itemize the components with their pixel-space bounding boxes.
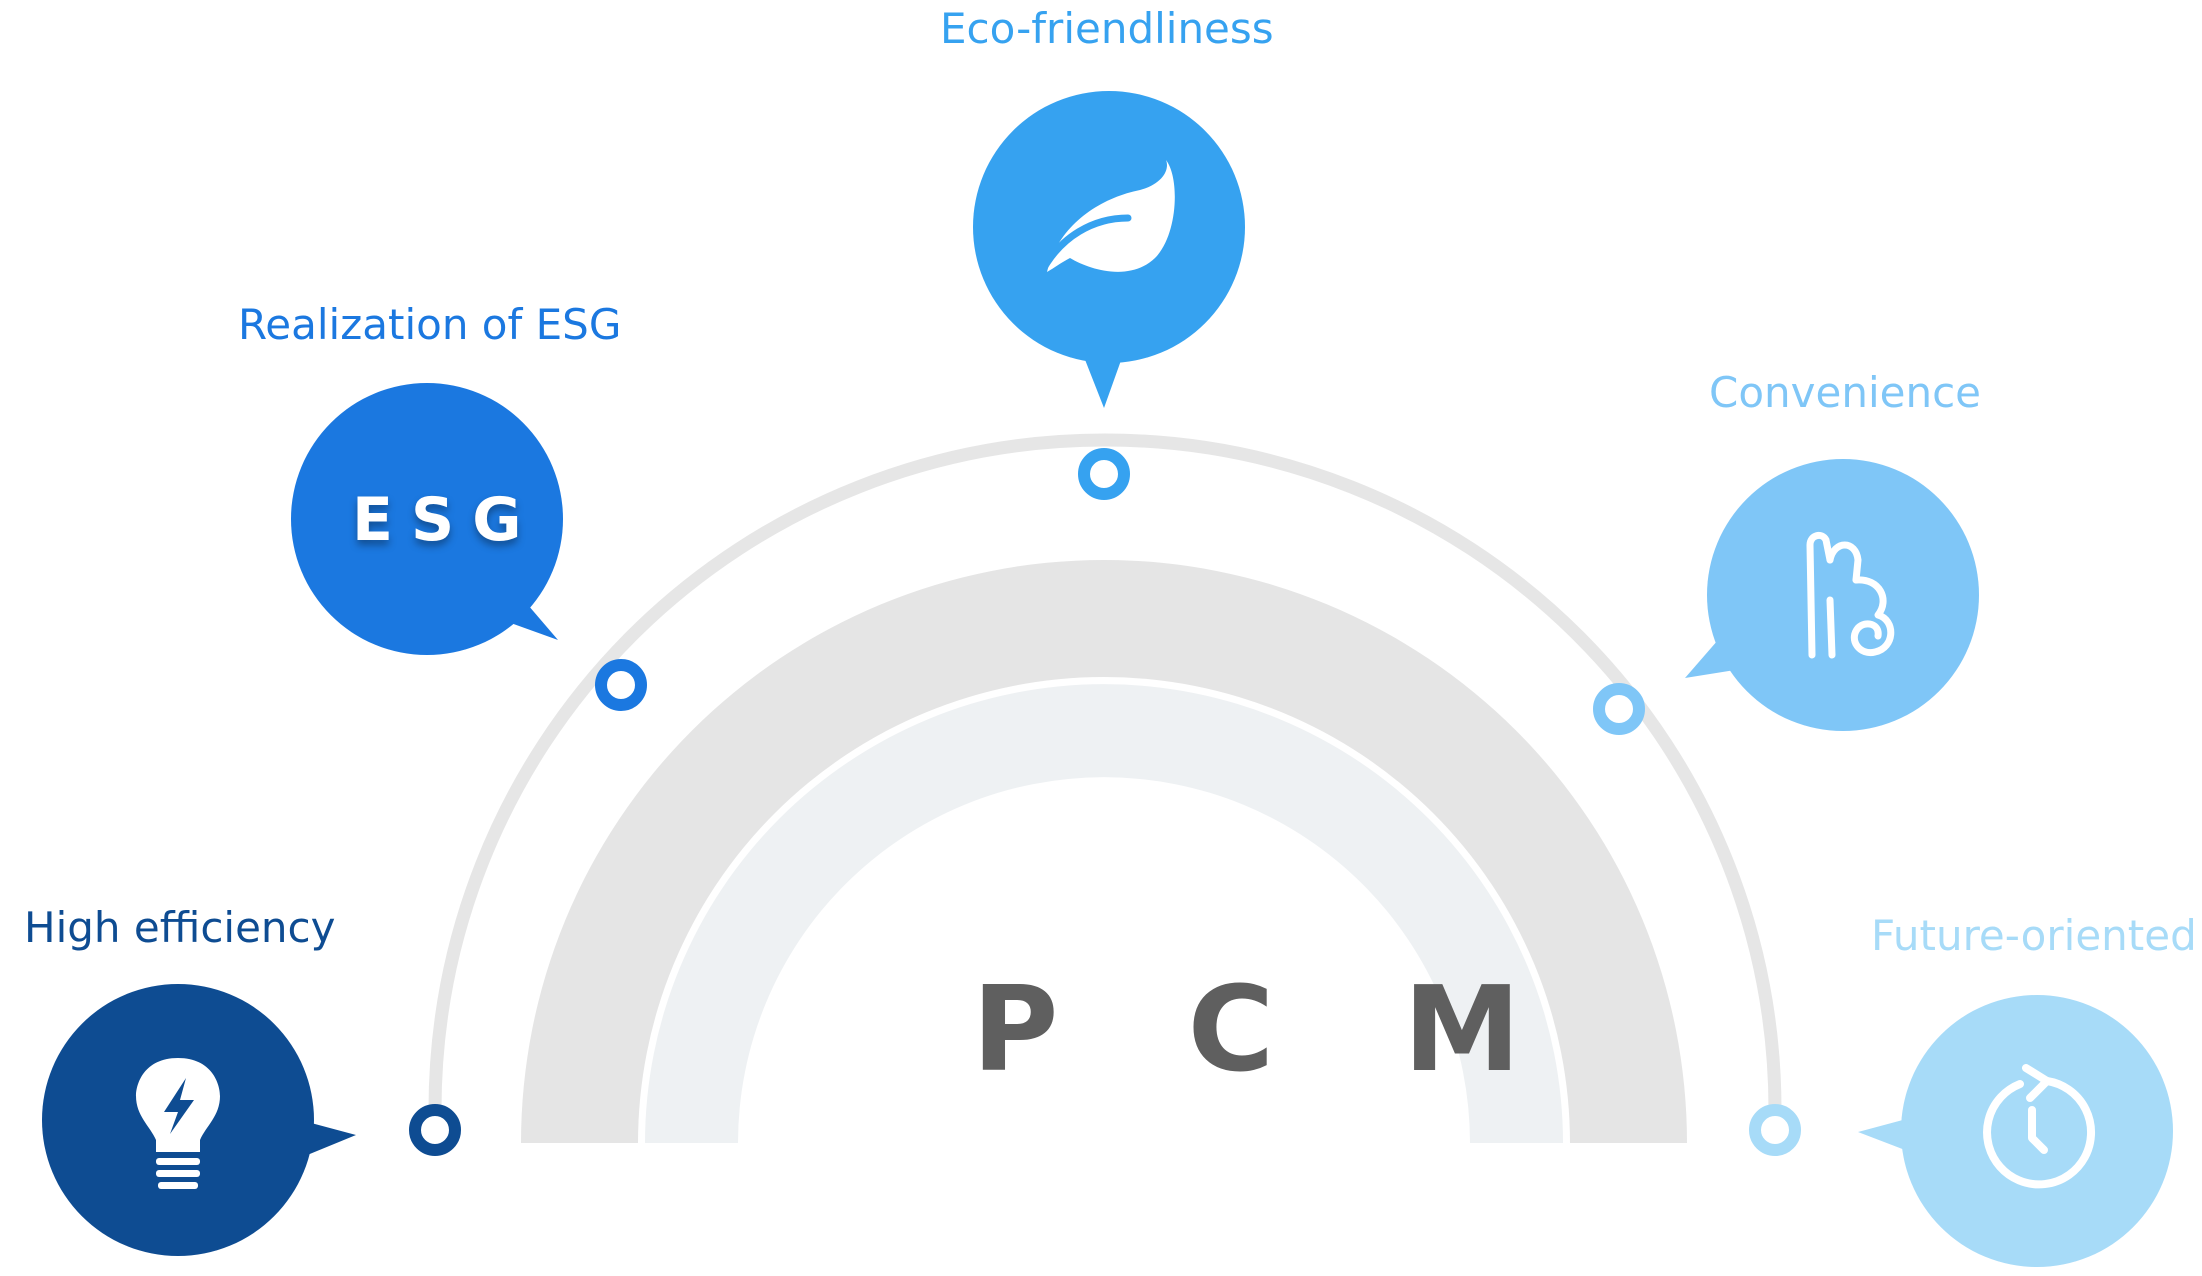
label-convenience: Convenience — [1709, 368, 1982, 417]
lightbulb-icon — [136, 1058, 220, 1189]
center-label: P C M — [972, 960, 1565, 1098]
label-eco: Eco-friendliness — [940, 4, 1274, 53]
esg-text-icon: ESG — [352, 485, 540, 555]
future-bubble — [1858, 995, 2173, 1267]
high-efficiency-bubble — [42, 984, 356, 1256]
leaf-icon — [1036, 160, 1175, 279]
node-marker-future — [1749, 1104, 1801, 1156]
track-arc — [428, 433, 1782, 1111]
clock-refresh-icon — [1983, 1064, 2096, 1189]
node-marker-high-efficiency — [409, 1104, 461, 1156]
label-esg: Realization of ESG — [238, 300, 622, 349]
label-high-efficiency: High efficiency — [24, 903, 336, 952]
eco-bubble — [973, 91, 1245, 408]
label-future: Future-oriented — [1871, 911, 2197, 960]
hand-ok-icon — [1806, 531, 1895, 659]
esg-bubble — [291, 383, 563, 655]
node-marker-esg — [595, 659, 647, 711]
node-marker-convenience — [1593, 683, 1645, 735]
inner-band — [645, 684, 1563, 1143]
outer-band — [521, 560, 1687, 1143]
convenience-bubble — [1685, 459, 1979, 731]
node-marker-eco — [1078, 448, 1130, 500]
